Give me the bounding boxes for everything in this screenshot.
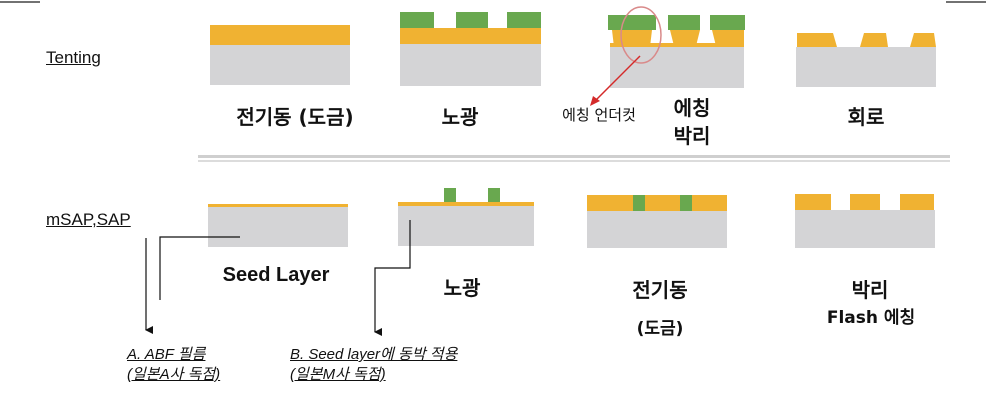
copper-layer bbox=[587, 195, 727, 211]
footnote-b-arrow bbox=[374, 220, 411, 336]
resist-block bbox=[608, 15, 656, 30]
substrate bbox=[210, 45, 350, 85]
msap-step4-drawing bbox=[795, 194, 935, 248]
tenting-step-exposure: 노광 bbox=[441, 105, 479, 129]
divider-line-2 bbox=[198, 160, 950, 162]
resist-block bbox=[444, 188, 456, 202]
copper-trace bbox=[670, 30, 700, 46]
substrate bbox=[610, 46, 744, 88]
msap-step1-drawing bbox=[145, 204, 348, 334]
msap-step-flash-etching: Flash 에칭 bbox=[826, 308, 916, 328]
footnote-a-connector bbox=[159, 236, 240, 300]
copper-trace bbox=[860, 33, 888, 47]
copper-trace bbox=[850, 194, 880, 210]
copper-layer bbox=[400, 28, 541, 44]
seed-copper bbox=[398, 202, 534, 206]
resist-block bbox=[456, 12, 488, 28]
tenting-step1-drawing bbox=[210, 25, 350, 85]
tenting-step2-drawing bbox=[400, 12, 541, 86]
resist-block bbox=[507, 12, 541, 28]
footnote-a-note: (일본A사 독점) bbox=[127, 366, 221, 383]
footnote-b: B. Seed layer에 동박 적용 (일본M사 독점) bbox=[290, 345, 457, 385]
row-label-tenting: Tenting bbox=[46, 48, 101, 67]
resist-block bbox=[668, 15, 700, 30]
etching-undercut-callout: 에칭 언더컷 bbox=[562, 106, 636, 124]
copper-trace bbox=[712, 30, 744, 46]
undercut-arrowhead bbox=[590, 96, 600, 106]
divider-line bbox=[198, 155, 950, 158]
undercut-highlight-circle bbox=[620, 6, 662, 64]
resist-block bbox=[710, 15, 745, 30]
resist-block bbox=[680, 195, 692, 211]
footnote-b-title: B. Seed layer에 동박 적용 bbox=[290, 346, 458, 363]
copper-trace bbox=[900, 194, 934, 210]
resist-block bbox=[400, 12, 434, 28]
tenting-step-strip: 박리 bbox=[673, 124, 711, 148]
msap-step3-drawing bbox=[587, 195, 727, 248]
row-label-msap: mSAP,SAP bbox=[46, 210, 131, 229]
substrate bbox=[398, 206, 534, 246]
seed-copper bbox=[208, 204, 348, 207]
msap-step-exposure: 노광 bbox=[443, 276, 481, 300]
tenting-step-etching: 에칭 bbox=[673, 96, 711, 120]
substrate bbox=[587, 211, 727, 248]
tenting-step-electroplating: 전기동 (도금) bbox=[236, 105, 354, 129]
copper-trace bbox=[795, 194, 831, 210]
tenting-step4-drawing bbox=[796, 33, 936, 87]
copper-trace bbox=[910, 33, 936, 47]
msap-step-seed-layer: Seed Layer bbox=[222, 264, 330, 286]
msap-step2-drawing bbox=[374, 188, 534, 336]
substrate bbox=[795, 210, 935, 248]
copper-layer bbox=[210, 25, 350, 45]
copper-trace bbox=[797, 33, 837, 47]
footnote-b-note: (일본M사 독점) bbox=[290, 366, 386, 383]
msap-step-electroplating: 전기동 bbox=[632, 278, 688, 302]
footnote-a: A. ABF 필름 (일본A사 독점) bbox=[127, 345, 220, 385]
substrate bbox=[208, 207, 348, 247]
substrate bbox=[796, 47, 936, 87]
tenting-step3-drawing bbox=[590, 6, 745, 106]
tenting-step-circuit: 회로 bbox=[847, 105, 885, 129]
msap-step-strip: 박리 bbox=[851, 278, 889, 302]
msap-step-plating-note: (도금) bbox=[636, 319, 684, 339]
footnote-a-title: A. ABF 필름 bbox=[127, 346, 206, 363]
resist-block bbox=[488, 188, 500, 202]
resist-block bbox=[633, 195, 645, 211]
undercut-pointer-arrow bbox=[595, 55, 641, 101]
substrate bbox=[400, 44, 541, 86]
copper-trace bbox=[612, 30, 652, 47]
